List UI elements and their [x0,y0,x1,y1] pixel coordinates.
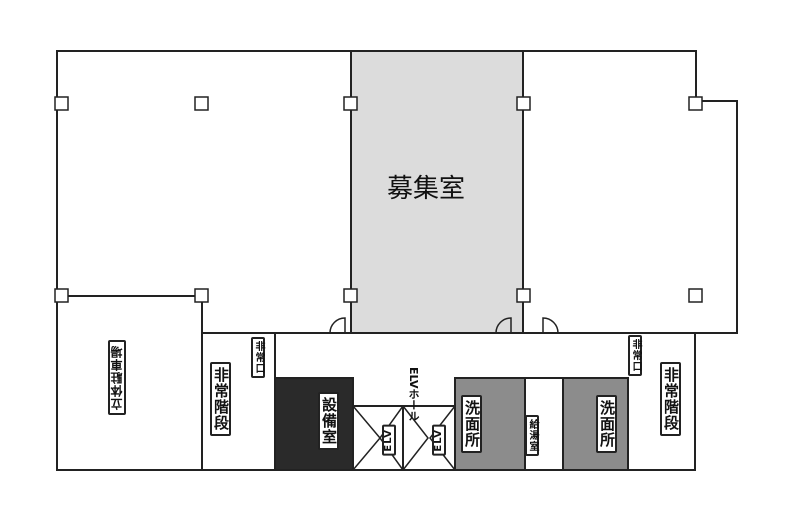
parking-label: 立体駐車場 [108,340,126,415]
elevator-1-label: ELV [382,425,396,456]
elevator-2-label: ELV [432,425,446,456]
kitchenette-label: 給湯室 [525,415,539,456]
washroom-1-label: 洗面所 [461,395,482,453]
columns [54,96,703,303]
vacant-room-fill [351,51,523,333]
exit-right-label: 非常口 [628,335,642,376]
washroom-2-label: 洗面所 [596,395,617,453]
parking-room [56,295,203,471]
equipment-room [274,377,354,471]
elevator-hall-label: ELVホール [407,367,420,422]
equipment-label: 設備室 [318,392,339,450]
stairs-right-label: 非常階段 [660,362,681,436]
elevator-cross [352,405,456,471]
door-swing [329,317,346,334]
washroom-room [562,377,629,471]
exit-left-label: 非常口 [251,337,265,378]
vacant-room-label: 募集室 [387,174,466,204]
door-swing [495,317,512,334]
door-swing [542,317,559,334]
stairs-left-label: 非常階段 [210,362,231,436]
